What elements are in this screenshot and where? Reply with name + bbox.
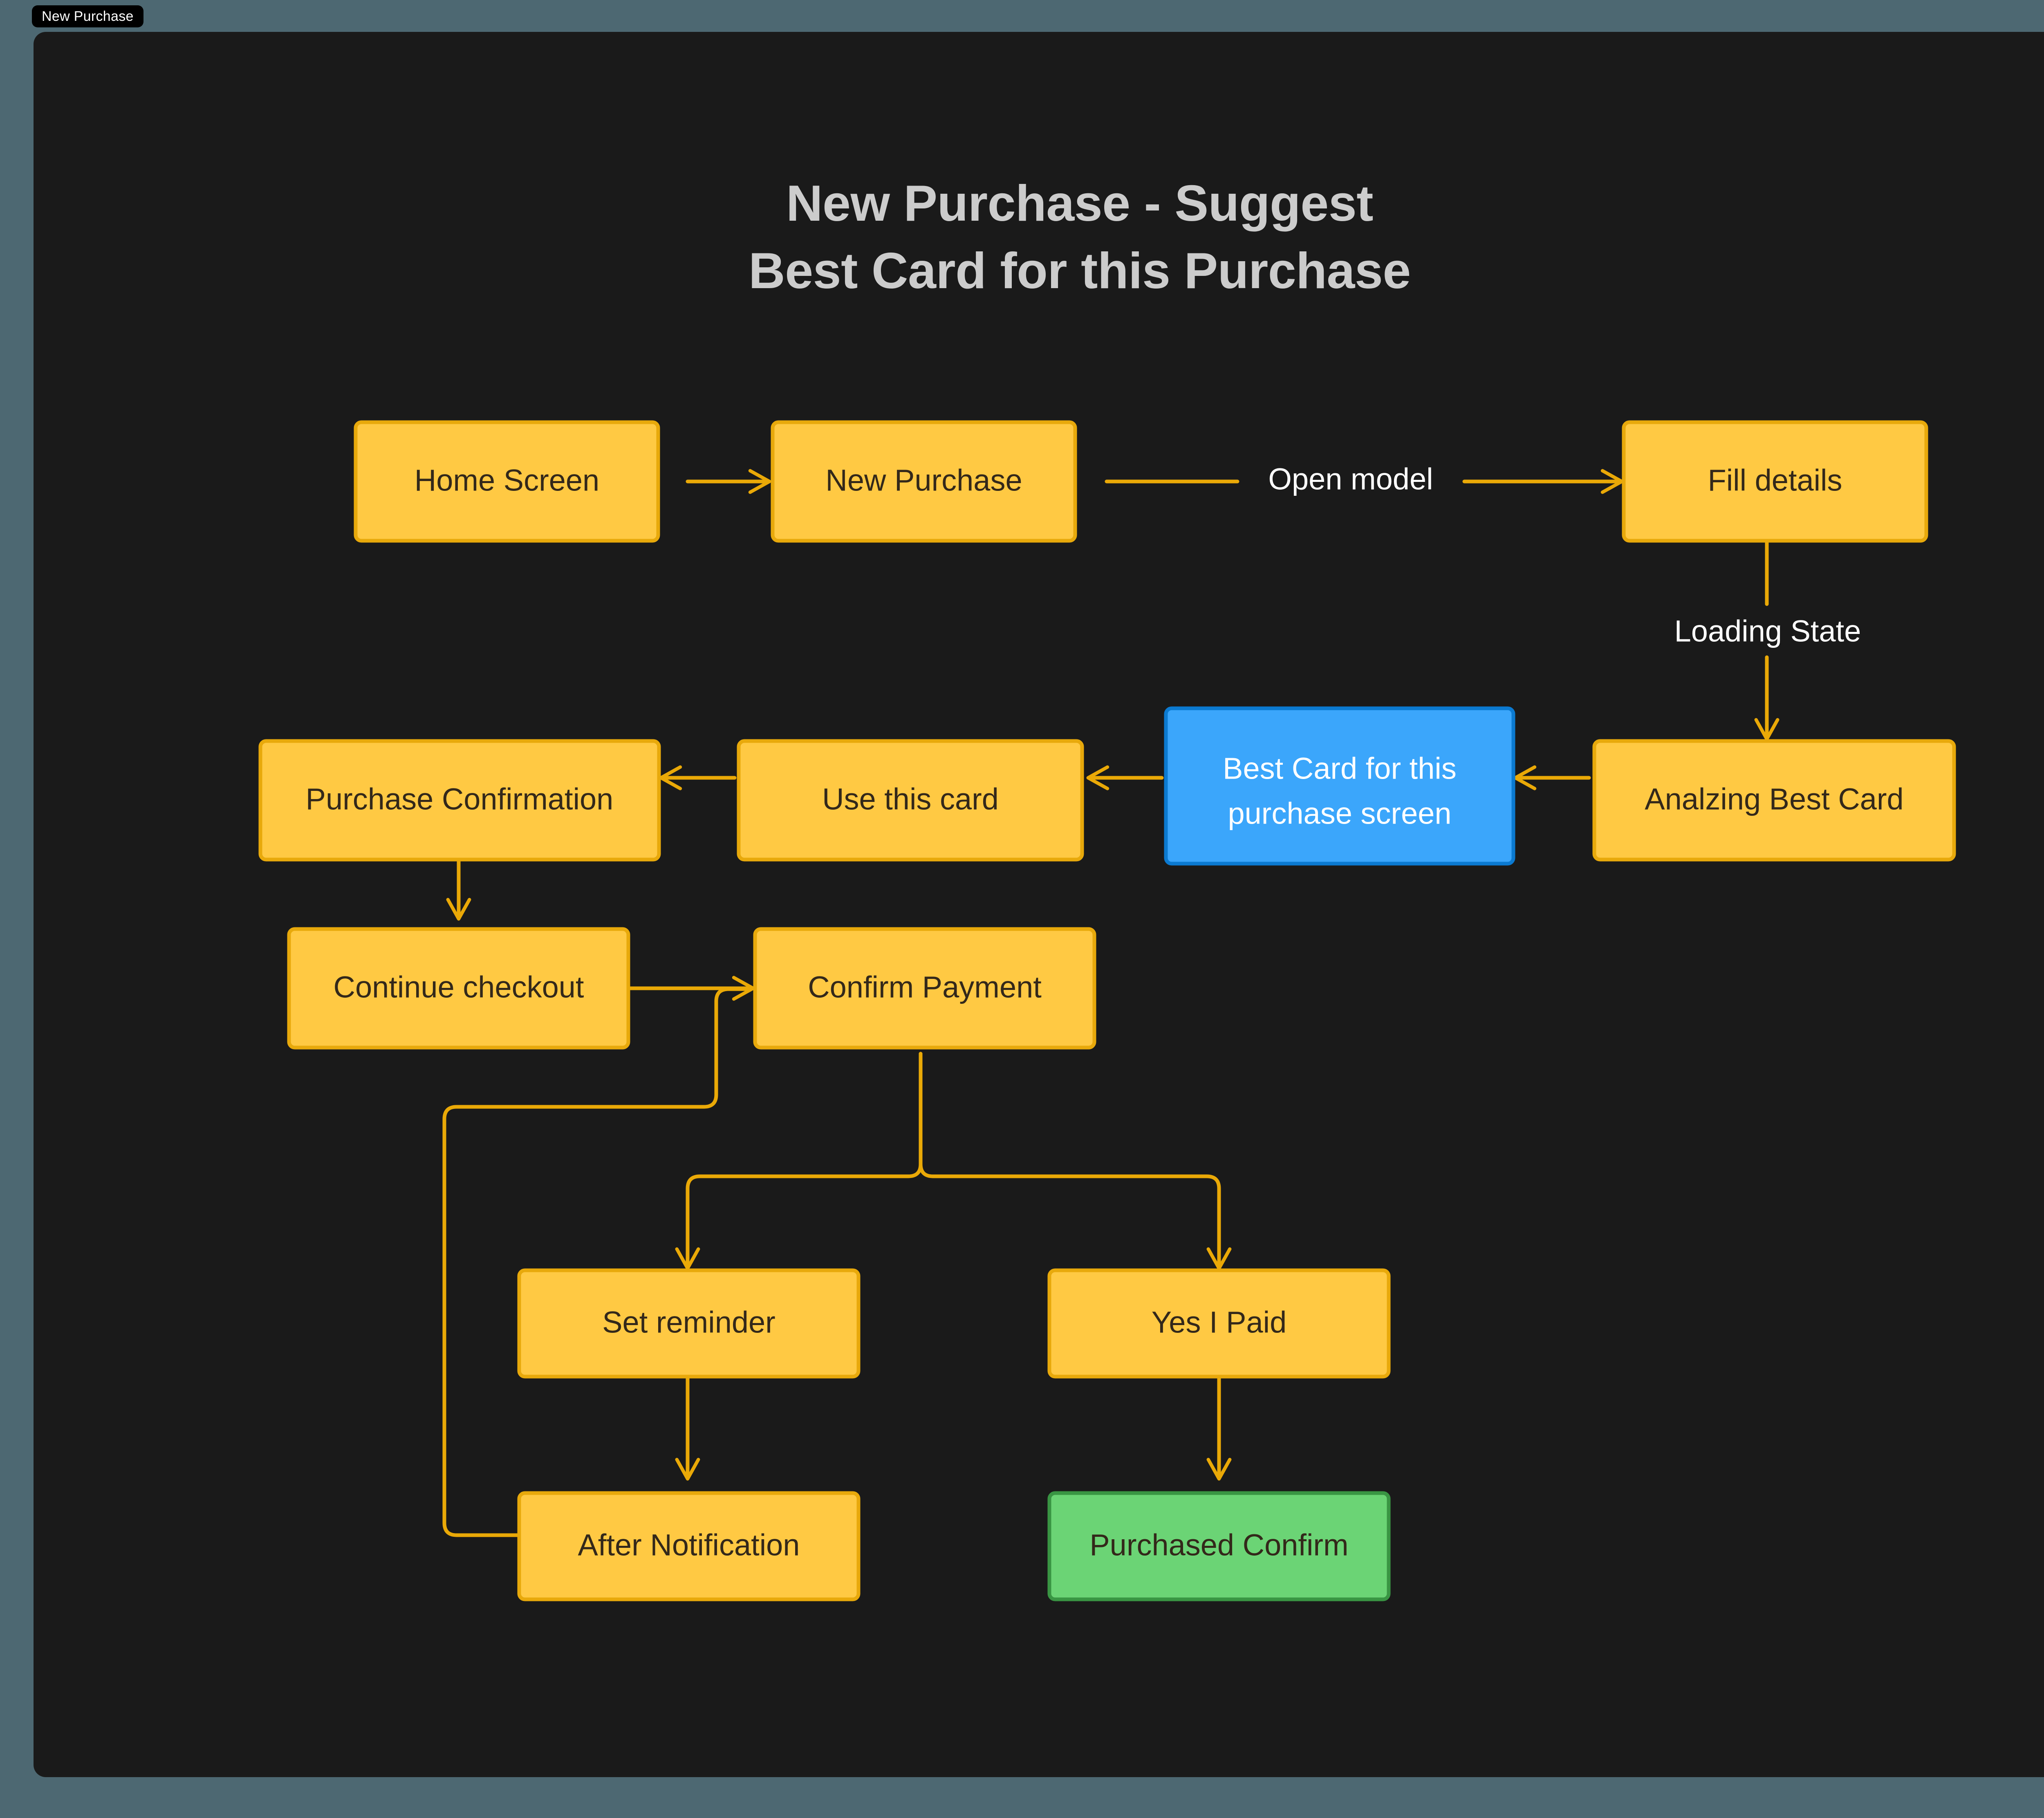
node-fill-details-label: Fill details [1708, 463, 1842, 497]
node-best-card-screen[interactable]: Best Card for this purchase screen [1164, 706, 1515, 866]
node-purchase-confirmation[interactable]: Purchase Confirmation [258, 739, 661, 862]
node-after-notification-label: After Notification [578, 1528, 800, 1562]
node-new-purchase-label: New Purchase [825, 463, 1022, 497]
edge-confirmpay-to-setremind [675, 1052, 923, 1270]
node-analyzing-best-card[interactable]: Analzing Best Card [1592, 739, 1956, 862]
node-use-this-card-label: Use this card [822, 782, 999, 816]
edge-label-layer: Open model Loading State [1268, 462, 1861, 648]
node-continue-checkout[interactable]: Continue checkout [287, 927, 630, 1050]
node-purchase-confirmation-label: Purchase Confirmation [306, 782, 614, 816]
tab-badge: New Purchase [32, 5, 143, 27]
flowchart[interactable]: Home Screen New Purchase Fill details An… [34, 32, 2044, 1777]
edge-label-loading-state: Loading State [1674, 614, 1861, 648]
edge-layer [442, 469, 1780, 1537]
node-use-this-card[interactable]: Use this card [737, 739, 1084, 862]
edge-label-open-model: Open model [1268, 462, 1433, 496]
node-layer[interactable]: Home Screen New Purchase Fill details An… [258, 420, 1956, 1601]
node-best-card-screen-label-line-2: purchase screen [1228, 797, 1451, 831]
edge-confirmpay-to-yespaid [919, 1052, 1232, 1270]
node-confirm-payment[interactable]: Confirm Payment [753, 927, 1096, 1050]
node-yes-i-paid-label: Yes I Paid [1152, 1305, 1287, 1339]
node-home-screen-label: Home Screen [415, 463, 599, 497]
node-best-card-screen-label-line-1: Best Card for this [1223, 752, 1457, 786]
node-purchased-confirm-label: Purchased Confirm [1089, 1528, 1348, 1562]
node-home-screen[interactable]: Home Screen [354, 420, 660, 543]
node-purchased-confirm[interactable]: Purchased Confirm [1047, 1491, 1391, 1601]
node-set-reminder[interactable]: Set reminder [517, 1268, 861, 1379]
node-yes-i-paid[interactable]: Yes I Paid [1047, 1268, 1391, 1379]
node-continue-checkout-label: Continue checkout [334, 970, 584, 1004]
node-new-purchase[interactable]: New Purchase [771, 420, 1077, 543]
node-set-reminder-label: Set reminder [602, 1305, 775, 1339]
edge-afternotif-to-confirmpay [442, 987, 753, 1537]
node-confirm-payment-label: Confirm Payment [808, 970, 1042, 1004]
node-fill-details[interactable]: Fill details [1622, 420, 1928, 543]
diagram-canvas[interactable]: New Purchase - Suggest Best Card for thi… [34, 32, 2044, 1777]
node-analyzing-best-card-label: Analzing Best Card [1645, 782, 1903, 816]
node-after-notification[interactable]: After Notification [517, 1491, 861, 1601]
